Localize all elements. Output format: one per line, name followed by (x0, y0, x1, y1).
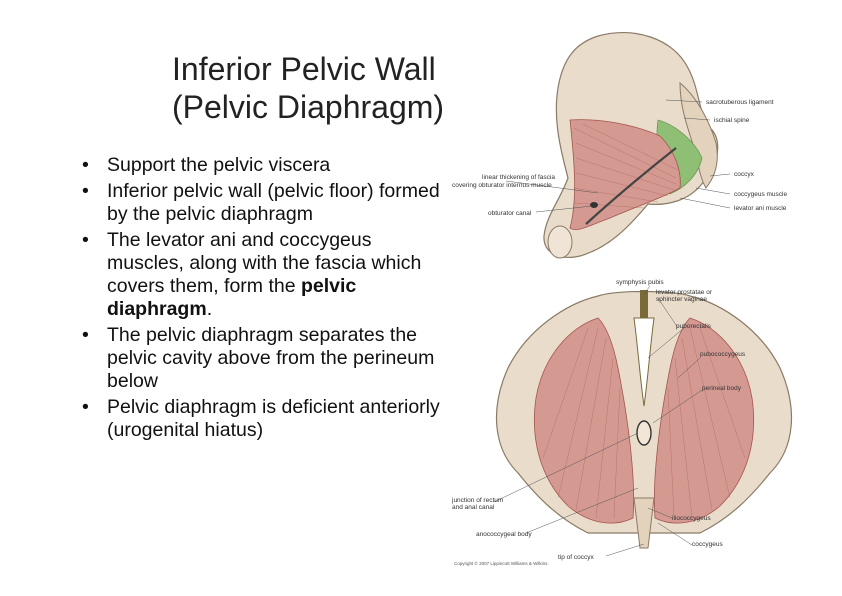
symphysis-shape (640, 290, 648, 318)
label-linear-thickening-1: linear thickening of fascia (482, 174, 555, 181)
bullet-item: The pelvic diaphragm separates the pelvi… (80, 324, 450, 393)
label-puborectalis: puborectalis (676, 323, 712, 330)
title-line-1: Inferior Pelvic Wall (172, 51, 436, 87)
label-coccygeus-muscle: coccygeus muscle (734, 191, 787, 198)
inferior-pelvic-floor-view: symphysis pubis levator prostatae or sph… (451, 279, 793, 566)
label-anococcygeal: anococcygeal body (476, 531, 532, 538)
label-pubococcygeus: pubococcygeus (700, 351, 746, 358)
obturator-canal-shape (590, 202, 598, 208)
bullet-text: Pelvic diaphragm is deficient anteriorly… (107, 396, 440, 441)
bullet-bold-term: pelvic diaphragm (107, 275, 357, 320)
bullet-text: The levator ani and coccygeus muscles, a… (107, 229, 422, 297)
slide-title: Inferior Pelvic Wall (Pelvic Diaphragm) (172, 50, 492, 126)
label-linear-thickening-2: covering obturator internus muscle (452, 182, 552, 189)
label-iliococcygeus: iliococcygeus (672, 515, 711, 522)
label-levator-prostatae-1: levator prostatae or (656, 289, 713, 296)
bullet-text-end: . (206, 298, 213, 320)
anal-canal (636, 420, 652, 446)
label-levator-ani: levator ani muscle (734, 205, 787, 212)
bullet-list: Support the pelvic viscera Inferior pelv… (80, 154, 450, 445)
bullet-item: Pelvic diaphragm is deficient anteriorly… (80, 396, 450, 442)
title-line-2: (Pelvic Diaphragm) (172, 89, 445, 125)
label-perineal-body: perineal body (702, 385, 742, 392)
label-coccygeus: coccygeus (692, 541, 723, 548)
levator-ani-left (533, 317, 635, 524)
urogenital-hiatus (633, 317, 655, 407)
lateral-pelvis-view: sacrotuberous ligament ischial spine lin… (452, 32, 787, 259)
linear-thickening-fascia (585, 147, 677, 225)
levator-ani-right (653, 317, 755, 524)
label-ischial-spine: ischial spine (714, 117, 750, 124)
coccyx-tip (633, 497, 655, 549)
sacrum-coccyx (679, 81, 718, 189)
bullet-item: Inferior pelvic wall (pelvic floor) form… (80, 180, 450, 226)
label-junction-2: and anal canal (452, 504, 495, 511)
label-sacrotuberous: sacrotuberous ligament (706, 99, 774, 106)
label-coccyx: coccyx (734, 171, 755, 178)
levator-ani-shape (569, 119, 681, 231)
label-levator-prostatae-2: sphincter vaginae (656, 296, 707, 303)
copyright-text: Copyright © 2007 Lippincott Williams & W… (454, 560, 549, 566)
label-obturator-canal: obturator canal (488, 210, 532, 217)
label-symphysis: symphysis pubis (616, 279, 664, 286)
bullet-text: Support the pelvic viscera (107, 154, 331, 176)
bullet-item: Support the pelvic viscera (80, 154, 450, 177)
label-junction-1: junction of rectum (451, 497, 503, 504)
pubis-cut (547, 225, 573, 259)
pelvic-diaphragm-illustration: sacrotuberous ligament ischial spine lin… (451, 32, 793, 566)
label-tip-coccyx: tip of coccyx (558, 554, 595, 561)
bullet-text: Inferior pelvic wall (pelvic floor) form… (107, 180, 440, 225)
bullet-text: The pelvic diaphragm separates the pelvi… (107, 324, 435, 392)
bullet-item: The levator ani and coccygeus muscles, a… (80, 229, 450, 321)
